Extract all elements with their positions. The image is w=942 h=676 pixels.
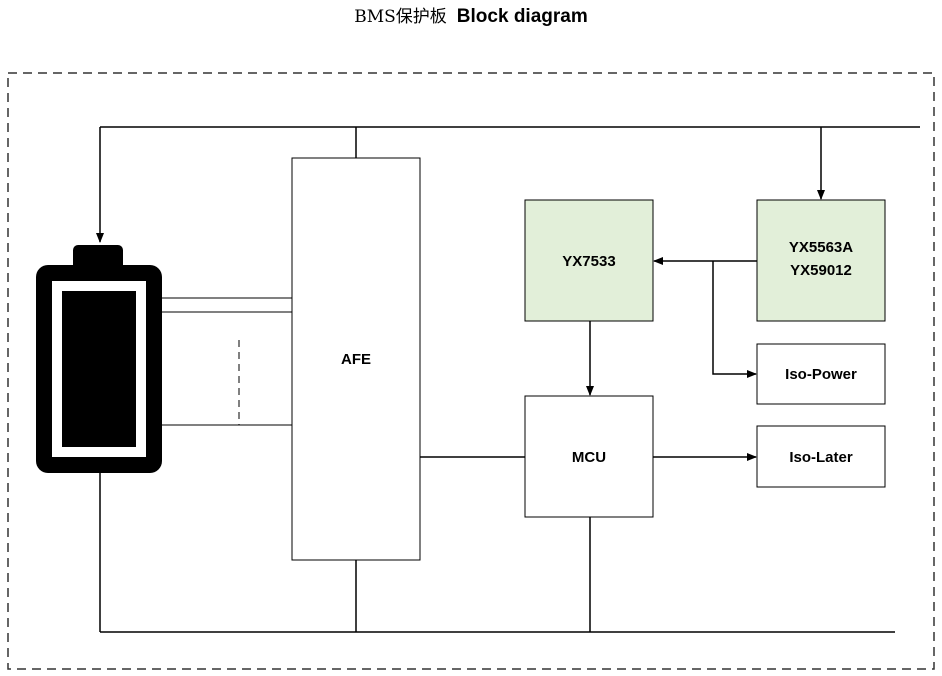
iso-power-block	[756, 343, 886, 405]
yx5563a-block	[756, 199, 886, 322]
iso-later-label: Iso-Later	[789, 449, 853, 466]
mcu-block	[524, 395, 654, 518]
title-main: Block diagram	[456, 6, 588, 27]
diagram-title: BMS保护板 Block diagram	[0, 2, 942, 28]
afe-label: AFE	[341, 351, 371, 368]
yx59012-label: YX59012	[790, 262, 852, 279]
iso-power-label: Iso-Power	[785, 366, 857, 383]
yx5563a-label: YX5563A	[789, 239, 853, 256]
mcu-label: MCU	[572, 449, 606, 466]
yx7533-label: YX7533	[562, 253, 615, 270]
iso-later-block	[756, 425, 886, 488]
afe-block	[291, 157, 421, 561]
boundary-frame	[7, 72, 935, 670]
title-prefix: BMS保护板	[354, 7, 447, 27]
regulator-to-isopower-arrow	[712, 261, 757, 378]
battery-icon	[36, 245, 162, 473]
yx7533-block	[524, 199, 654, 322]
